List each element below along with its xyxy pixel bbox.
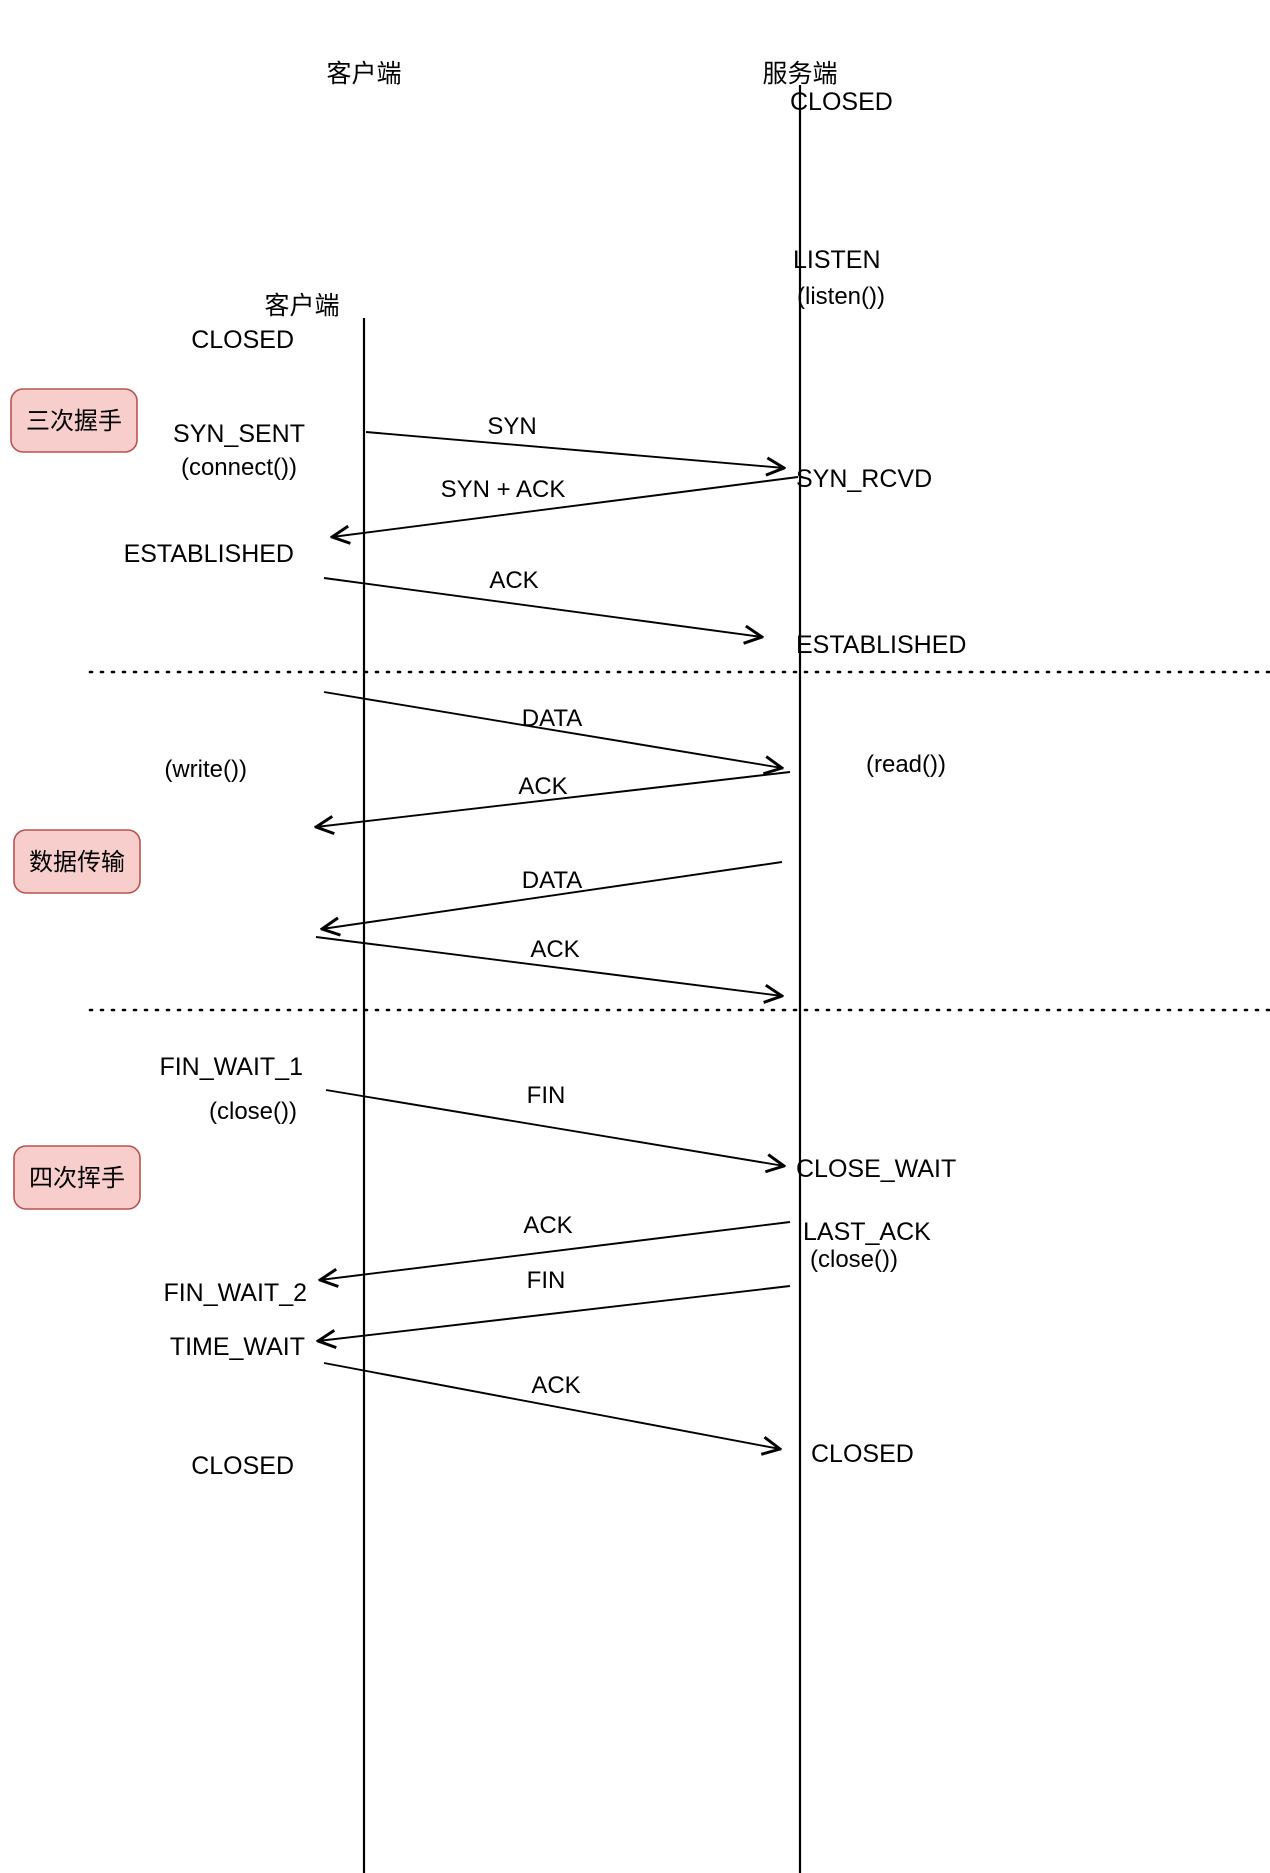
message-label-syn: SYN — [487, 413, 536, 440]
message-arrow-data-1 — [323, 691, 782, 768]
phase-badge-transfer-label: 数据传输 — [29, 849, 125, 876]
client-state-established: ESTABLISHED — [124, 540, 294, 568]
message-arrow-ack-handshake — [323, 577, 762, 637]
client-call-write: (write()) — [164, 756, 247, 783]
server-state-syn-rcvd: SYN_RCVD — [796, 465, 932, 493]
actor-label-server: 服务端 — [762, 60, 837, 88]
phase-badge-teardown-label: 四次挥手 — [29, 1165, 125, 1192]
server-state-closed-2: CLOSED — [811, 1440, 914, 1468]
client-state-time-wait: TIME_WAIT — [170, 1333, 305, 1361]
server-call-read: (read()) — [866, 751, 946, 778]
server-state-last-ack: LAST_ACK — [803, 1218, 931, 1246]
actor-label-client-header: 客户端 — [264, 292, 339, 320]
message-label-syn-ack: SYN + ACK — [441, 476, 566, 503]
client-state-fin-wait-1: FIN_WAIT_1 — [159, 1053, 303, 1081]
message-arrow-ack-data-1 — [316, 771, 791, 827]
actor-label-client: 客户端 — [326, 60, 401, 88]
server-state-listen: LISTEN — [793, 246, 881, 274]
client-call-close: (close()) — [209, 1098, 297, 1125]
message-arrow-data-2 — [322, 861, 783, 929]
message-label-fin-2: FIN — [527, 1267, 566, 1294]
message-label-ack-fin-2: ACK — [531, 1372, 580, 1399]
phase-badge-transfer-box — [13, 829, 141, 894]
message-arrow-ack-fin-1 — [320, 1221, 791, 1280]
message-arrow-ack-data-2 — [315, 936, 782, 996]
client-state-fin-wait-2: FIN_WAIT_2 — [163, 1279, 307, 1307]
client-state-closed-2: CLOSED — [191, 1452, 294, 1480]
phase-badge-handshake: 三次握手 — [10, 388, 138, 453]
server-call-close: (close()) — [810, 1246, 898, 1273]
server-state-closed-1: CLOSED — [790, 88, 893, 116]
message-label-fin-1: FIN — [527, 1082, 566, 1109]
message-arrow-syn-ack — [332, 476, 799, 537]
phase-badge-teardown-box — [13, 1145, 141, 1210]
message-label-ack-fin-1: ACK — [523, 1212, 572, 1239]
client-call-connect: (connect()) — [181, 454, 297, 481]
message-arrow-fin-2 — [318, 1285, 791, 1341]
server-state-close-wait: CLOSE_WAIT — [796, 1155, 956, 1183]
client-state-closed-1: CLOSED — [191, 326, 294, 354]
phase-badge-handshake-box — [10, 388, 138, 453]
message-label-data-1: DATA — [522, 705, 582, 732]
message-arrow-fin-1 — [325, 1089, 784, 1166]
message-label-ack-handshake: ACK — [489, 567, 538, 594]
message-label-data-2: DATA — [522, 867, 582, 894]
message-arrow-syn — [365, 431, 784, 468]
message-label-ack-data-1: ACK — [518, 773, 567, 800]
client-state-syn-sent: SYN_SENT — [173, 420, 305, 448]
server-state-established: ESTABLISHED — [796, 631, 966, 659]
phase-badge-handshake-label: 三次握手 — [26, 408, 122, 435]
message-label-ack-data-2: ACK — [530, 936, 579, 963]
phase-badge-transfer: 数据传输 — [13, 829, 141, 894]
phase-badge-teardown: 四次挥手 — [13, 1145, 141, 1210]
server-call-listen: (listen()) — [797, 283, 885, 310]
message-arrow-ack-fin-2 — [323, 1362, 780, 1449]
